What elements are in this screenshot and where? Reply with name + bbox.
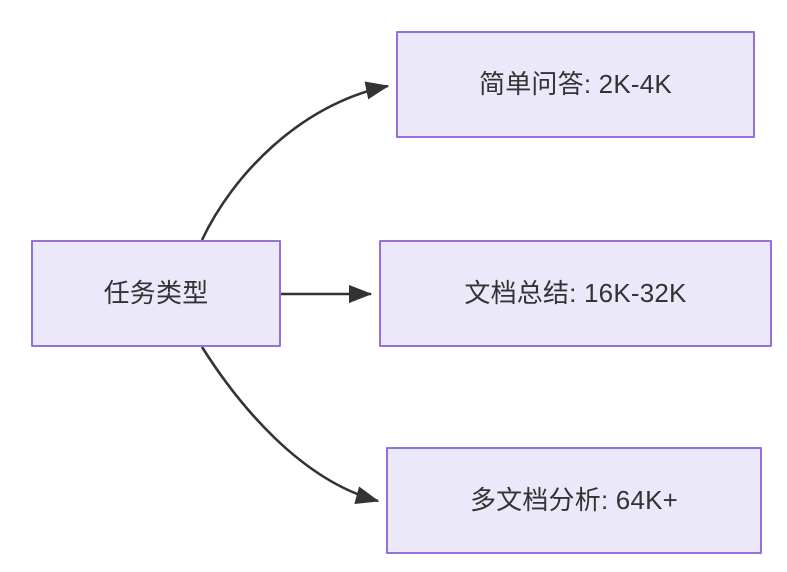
node-simple-qa[interactable]: 简单问答: 2K-4K bbox=[396, 31, 755, 138]
node-doc-summary-label: 文档总结: 16K-32K bbox=[464, 277, 687, 308]
node-simple-qa-label: 简单问答: 2K-4K bbox=[479, 68, 672, 99]
node-task-type-label: 任务类型 bbox=[103, 277, 209, 308]
edge-task-type-to-multi-doc bbox=[200, 346, 380, 505]
node-task-type[interactable]: 任务类型 bbox=[31, 240, 281, 347]
edge-task-type-to-simple-qa bbox=[200, 81, 390, 241]
node-doc-summary[interactable]: 文档总结: 16K-32K bbox=[379, 240, 772, 347]
node-multi-doc-label: 多文档分析: 64K+ bbox=[469, 484, 679, 515]
node-multi-doc[interactable]: 多文档分析: 64K+ bbox=[386, 447, 762, 554]
